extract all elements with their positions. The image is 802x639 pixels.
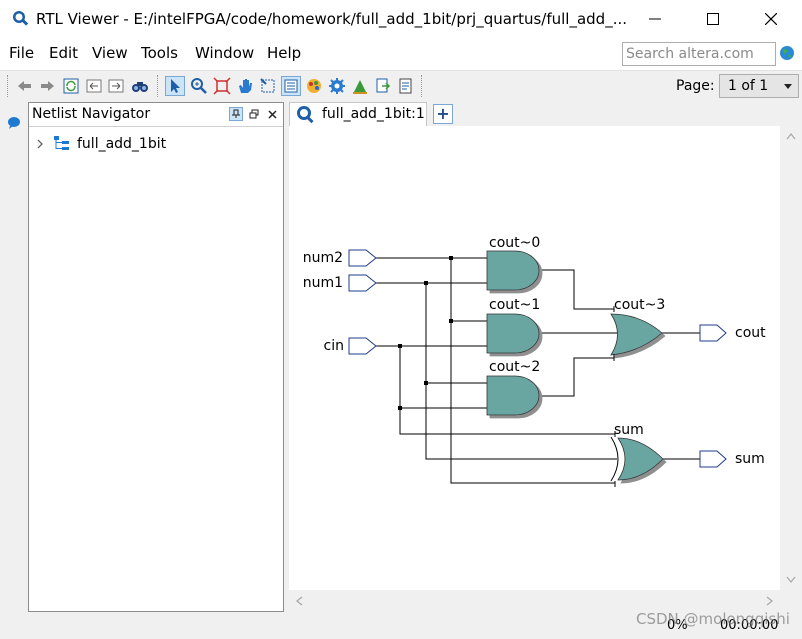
menu-file[interactable]: File xyxy=(9,44,35,62)
chevron-right-icon[interactable] xyxy=(35,138,45,150)
wires xyxy=(376,257,700,484)
marquee-icon[interactable] xyxy=(258,76,278,96)
minimize-icon xyxy=(649,18,661,20)
select-icon[interactable] xyxy=(165,76,185,96)
minimize-button[interactable] xyxy=(626,0,684,38)
search-input[interactable]: Search altera.com xyxy=(622,42,776,66)
label-gate-cout-3: cout~3 xyxy=(614,297,665,313)
hierarchy-up-icon[interactable] xyxy=(84,76,104,96)
output-ports xyxy=(699,324,727,468)
title-bar: RTL Viewer - E:/intelFPGA/code/homework/… xyxy=(0,0,802,38)
hierarchy-down-icon[interactable] xyxy=(106,76,126,96)
tab-bar: full_add_1bit:1 + xyxy=(289,102,802,126)
label-num2: num2 xyxy=(303,250,343,266)
menu-edit[interactable]: Edit xyxy=(49,44,79,62)
toolbar-separator xyxy=(421,75,422,97)
left-dock-strip xyxy=(0,102,28,639)
menu-help[interactable]: Help xyxy=(267,44,302,62)
maximize-button[interactable] xyxy=(684,0,742,38)
label-num1: num1 xyxy=(303,275,343,291)
tree-item-label: full_add_1bit xyxy=(77,136,167,152)
netlist-navigator-title: Netlist Navigator xyxy=(32,106,151,122)
netlist-icon[interactable] xyxy=(281,76,301,96)
page-value: 1 of 1 xyxy=(728,78,769,94)
elapsed-time: 00:00:00 xyxy=(720,618,779,633)
page-label: Page: xyxy=(676,78,715,94)
scroll-left-icon[interactable] xyxy=(295,596,303,606)
scroll-down-icon[interactable] xyxy=(786,576,796,584)
input-ports xyxy=(348,249,377,355)
port-num1[interactable] xyxy=(348,274,377,292)
port-sum[interactable] xyxy=(699,450,727,468)
label-gate-cout-2: cout~2 xyxy=(489,359,540,375)
print-icon[interactable] xyxy=(396,76,416,96)
window-title: RTL Viewer - E:/intelFPGA/code/homework/… xyxy=(36,10,627,28)
vertical-scrollbar[interactable] xyxy=(780,126,802,590)
back-icon[interactable] xyxy=(15,76,35,96)
close-button[interactable] xyxy=(742,0,800,38)
progress-percent: 0% xyxy=(667,618,688,633)
flow-icon[interactable] xyxy=(350,76,370,96)
junction-dots xyxy=(398,256,453,410)
zoom-icon[interactable] xyxy=(189,76,209,96)
pin-icon[interactable] xyxy=(229,107,243,121)
menu-tools[interactable]: Tools xyxy=(141,44,178,62)
scroll-up-icon[interactable] xyxy=(786,132,796,140)
label-gate-sum: sum xyxy=(614,422,644,438)
rtl-viewer-app-icon xyxy=(13,11,29,26)
toolbar-separator xyxy=(7,75,8,97)
menu-view[interactable]: View xyxy=(92,44,128,62)
rtl-viewer-tab-icon xyxy=(297,106,314,124)
toolbar-separator xyxy=(157,75,158,97)
gate-cout-2[interactable] xyxy=(486,375,540,416)
maximize-icon xyxy=(707,13,719,25)
gate-cout-0[interactable] xyxy=(486,250,540,291)
tab-full-add-1bit[interactable]: full_add_1bit:1 xyxy=(289,102,427,126)
close-icon xyxy=(765,13,777,25)
page-select[interactable]: 1 of 1 xyxy=(719,74,799,98)
schematic-canvas[interactable]: num2 num1 cin cout sum cout~0 cout~1 cou… xyxy=(289,126,780,590)
gate-cout-3[interactable] xyxy=(610,313,663,356)
horizontal-scrollbar[interactable] xyxy=(289,590,780,612)
label-gate-cout-0: cout~0 xyxy=(489,235,540,251)
label-gate-cout-1: cout~1 xyxy=(489,297,540,313)
netlist-navigator-header: Netlist Navigator xyxy=(29,103,283,127)
watermark: CSDN @molongqishi xyxy=(636,610,790,628)
hand-icon[interactable] xyxy=(235,76,255,96)
refresh-icon[interactable] xyxy=(61,76,81,96)
label-cout: cout xyxy=(735,325,766,341)
hierarchy-icon xyxy=(54,136,69,150)
label-sum: sum xyxy=(735,451,765,467)
port-cin[interactable] xyxy=(348,337,377,355)
gate-sum[interactable] xyxy=(617,437,664,481)
fit-icon[interactable] xyxy=(212,76,232,96)
status-bar: 0% 00:00:00 xyxy=(0,612,802,639)
gate-cout-1[interactable] xyxy=(486,313,540,354)
port-cout[interactable] xyxy=(699,324,727,342)
restore-icon[interactable] xyxy=(247,107,261,121)
globe-icon[interactable] xyxy=(779,45,795,61)
settings-icon[interactable] xyxy=(327,76,347,96)
forward-icon[interactable] xyxy=(37,76,57,96)
netlist-navigator-panel: Netlist Navigator full_add xyxy=(28,102,284,612)
port-num2[interactable] xyxy=(348,249,377,267)
export-icon[interactable] xyxy=(373,76,393,96)
chevron-down-icon xyxy=(784,84,792,89)
tab-label: full_add_1bit:1 xyxy=(322,106,425,122)
close-panel-icon[interactable] xyxy=(265,107,279,121)
scroll-right-icon[interactable] xyxy=(766,596,774,606)
tree-item-full-add-1bit[interactable]: full_add_1bit xyxy=(35,135,166,153)
add-tab-button[interactable]: + xyxy=(433,104,453,124)
label-cin: cin xyxy=(324,338,344,354)
menu-window[interactable]: Window xyxy=(195,44,255,62)
chat-icon[interactable] xyxy=(7,116,21,130)
schematic-diagram: num2 num1 cin cout sum cout~0 cout~1 cou… xyxy=(303,235,766,487)
find-icon[interactable] xyxy=(130,76,150,96)
color-icon[interactable] xyxy=(304,76,324,96)
